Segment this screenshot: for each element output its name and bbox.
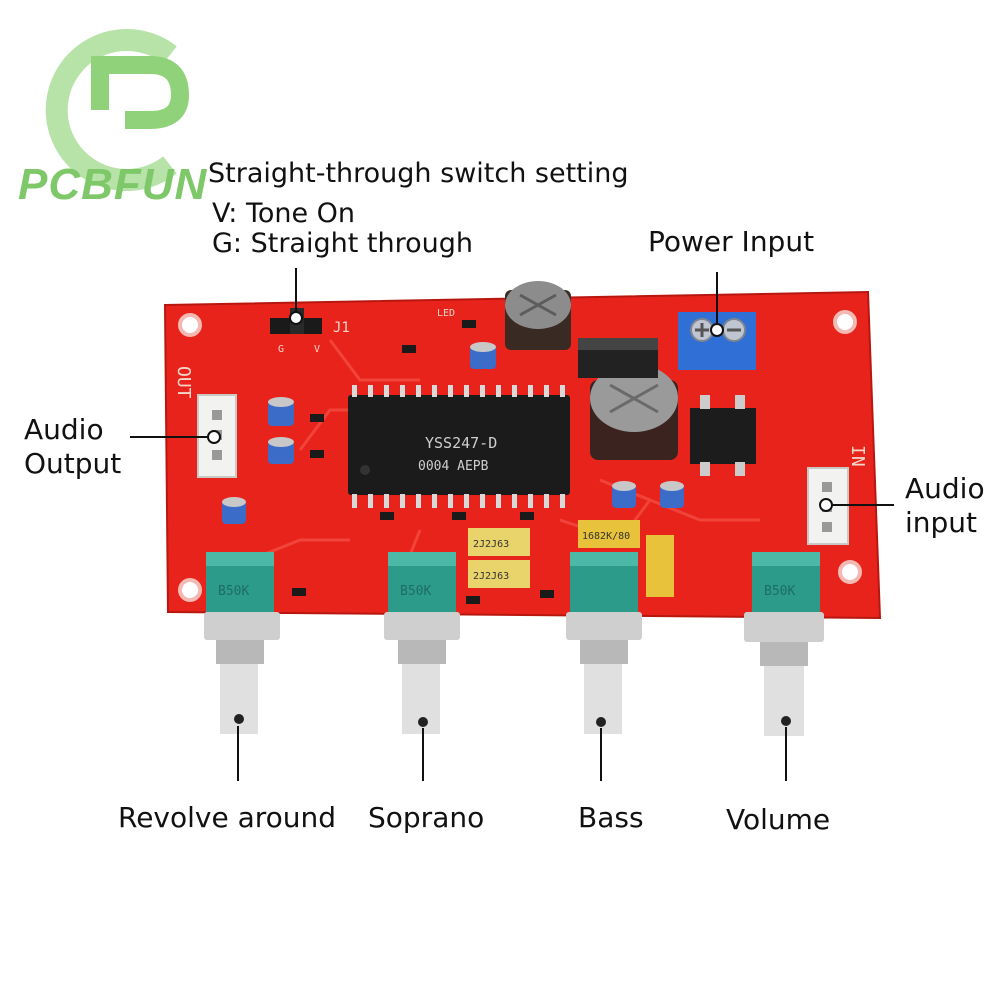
switch-setting-g: G: Straight through	[212, 228, 473, 259]
pot-soprano[interactable]: B50K	[384, 552, 460, 734]
film-capacitor-1	[468, 528, 530, 556]
svg-text:2J2J63: 2J2J63	[473, 571, 509, 582]
pot-volume[interactable]: B50K	[744, 552, 824, 736]
svg-text:1682K/80: 1682K/80	[582, 531, 630, 542]
pot-revolve[interactable]: B50K	[204, 552, 280, 734]
film-capacitor-3	[578, 520, 640, 548]
soprano-label: Soprano	[368, 801, 485, 834]
film-capacitor-4	[646, 535, 674, 597]
callout-line-audio-input	[832, 504, 894, 506]
svg-text:B50K: B50K	[764, 584, 795, 599]
svg-text:LED: LED	[437, 308, 455, 319]
svg-text:B50K: B50K	[218, 584, 249, 599]
callout-line-volume	[785, 727, 787, 781]
svg-text:V: V	[314, 344, 320, 355]
bridge-rectifier	[690, 408, 756, 464]
switch-setting-v: V: Tone On	[212, 198, 356, 229]
audio-input-label-2: input	[905, 506, 978, 539]
callout-line-revolve	[237, 726, 239, 781]
callout-line-audio-output	[130, 436, 208, 438]
audio-output-label-1: Audio	[24, 413, 104, 446]
svg-text:G: G	[278, 344, 284, 355]
svg-text:OUT: OUT	[173, 366, 194, 399]
pot-bass[interactable]	[566, 552, 642, 734]
bass-label: Bass	[578, 801, 644, 834]
callout-line-bass	[600, 728, 602, 781]
svg-text:J1: J1	[333, 320, 350, 336]
film-capacitor-2	[468, 560, 530, 588]
svg-text:B50K: B50K	[400, 584, 431, 599]
revolve-around-label: Revolve around	[118, 801, 337, 834]
svg-text:IN: IN	[847, 445, 868, 467]
audio-input-label-1: Audio	[905, 472, 985, 505]
svg-text:2J2J63: 2J2J63	[473, 539, 509, 550]
pcbfun-logo-icon	[45, 29, 190, 191]
power-input-label: Power Input	[648, 225, 815, 258]
callout-line-power	[716, 272, 718, 324]
audio-output-label-2: Output	[24, 447, 122, 480]
brand-logo-text: PCBFUN	[18, 160, 208, 209]
volume-label: Volume	[726, 803, 831, 836]
main-ic-chip	[348, 395, 570, 495]
callout-line-soprano	[422, 728, 424, 781]
chip-marking-1: YSS247-D	[425, 434, 497, 452]
chip-marking-2: 0004 AEPB	[418, 459, 489, 474]
switch-setting-heading: Straight-through switch setting	[208, 158, 629, 189]
callout-line-switch	[295, 268, 297, 312]
